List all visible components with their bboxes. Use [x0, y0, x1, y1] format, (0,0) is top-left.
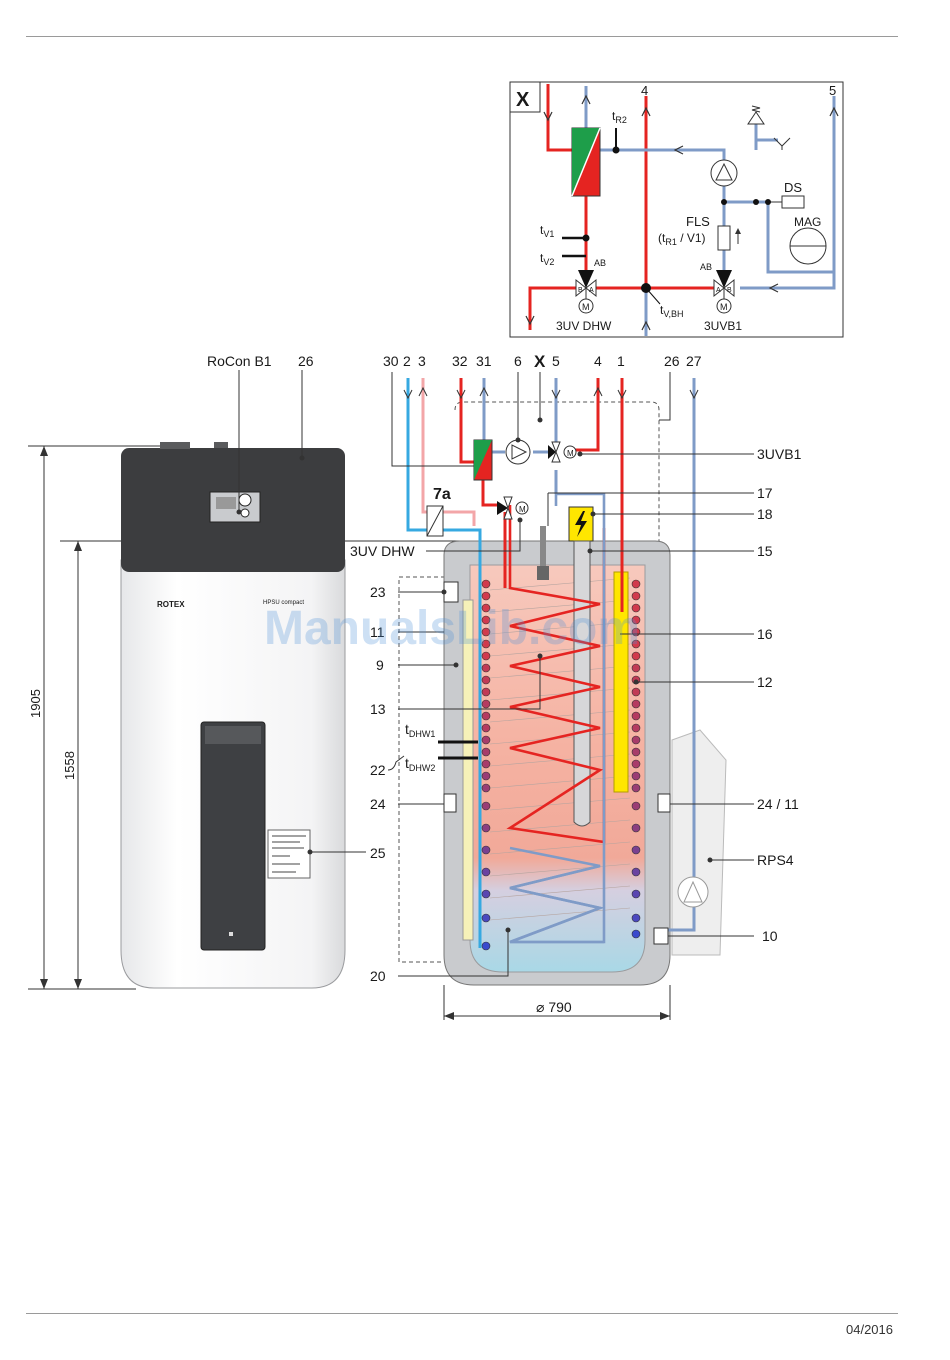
- label-24-11: 24 / 11: [757, 796, 799, 812]
- watermark: ManualsLib.com: [264, 602, 640, 655]
- schematic-pipe-5: 5: [829, 83, 836, 98]
- type-plate: [268, 830, 310, 878]
- label-17: 17: [757, 485, 773, 501]
- brand-logo: ROTEX: [157, 600, 185, 609]
- svg-text:AB: AB: [594, 258, 606, 268]
- dim-1905: 1905: [28, 689, 43, 718]
- label-24: 24: [370, 796, 386, 812]
- label-5: 5: [552, 353, 560, 369]
- label-7a: 7a: [433, 486, 451, 503]
- svg-text:AB: AB: [700, 262, 712, 272]
- label-25: 25: [370, 845, 386, 861]
- label-tdhw2: tDHW2: [405, 755, 435, 773]
- label-2: 2: [403, 353, 411, 369]
- footer-date: 04/2016: [846, 1322, 893, 1337]
- label-31: 31: [476, 353, 492, 369]
- fls-sub: (tR1 / V1): [658, 231, 706, 247]
- label-26-top: 26: [298, 353, 314, 369]
- label-10: 10: [762, 928, 778, 944]
- label-18: 18: [757, 506, 773, 522]
- label-3uvb1: 3UVB1: [757, 446, 802, 462]
- svg-text:M: M: [720, 302, 728, 312]
- schematic-pipe-4: 4: [641, 83, 648, 98]
- mag-label: MAG: [794, 215, 821, 229]
- label-4: 4: [594, 353, 602, 369]
- schematic-x: X: [510, 82, 843, 337]
- svg-text:M: M: [519, 505, 526, 514]
- label-tdhw1: tDHW1: [405, 721, 435, 739]
- label-x: X: [534, 352, 546, 371]
- unit-cross-section: M M 30 2: [350, 352, 802, 1020]
- label-26b: 26: [664, 353, 680, 369]
- label-1: 1: [617, 353, 625, 369]
- label-3: 3: [418, 353, 426, 369]
- label-32: 32: [452, 353, 468, 369]
- label-9: 9: [376, 657, 384, 673]
- label-22: 22: [370, 762, 386, 778]
- fls-label: FLS: [686, 214, 710, 229]
- svg-text:M: M: [567, 449, 574, 458]
- unit-valve-3uvdhw-icon: M: [497, 497, 528, 519]
- label-diameter: ⌀ 790: [536, 999, 572, 1015]
- label-16: 16: [757, 626, 773, 642]
- label-3uvdhw: 3UV DHW: [350, 543, 415, 559]
- svg-text:M: M: [582, 302, 590, 312]
- label-rps4: RPS4: [757, 852, 794, 868]
- label-23: 23: [370, 584, 386, 600]
- label-27: 27: [686, 353, 702, 369]
- schematic-box-label: X: [516, 89, 530, 111]
- label-6: 6: [514, 353, 522, 369]
- svg-text:B: B: [578, 287, 583, 294]
- dim-1558: 1558: [62, 751, 77, 780]
- valve-3uvb1-label: 3UVB1: [704, 319, 742, 333]
- label-rocon: RoCon B1: [207, 353, 272, 369]
- label-30: 30: [383, 353, 399, 369]
- label-13: 13: [370, 701, 386, 717]
- ds-label: DS: [784, 180, 802, 195]
- unit-exterior: 1905 1558 ROTEX HPSU compact: [28, 353, 470, 989]
- svg-text:A: A: [716, 287, 721, 294]
- svg-text:A: A: [589, 287, 594, 294]
- label-12: 12: [757, 674, 773, 690]
- front-panel: [201, 722, 265, 950]
- valve-3uvdhw-label: 3UV DHW: [556, 319, 612, 333]
- label-15: 15: [757, 543, 773, 559]
- svg-text:B: B: [727, 287, 732, 294]
- label-20: 20: [370, 968, 386, 984]
- unit-valve-3uvb1-icon: M: [548, 442, 576, 462]
